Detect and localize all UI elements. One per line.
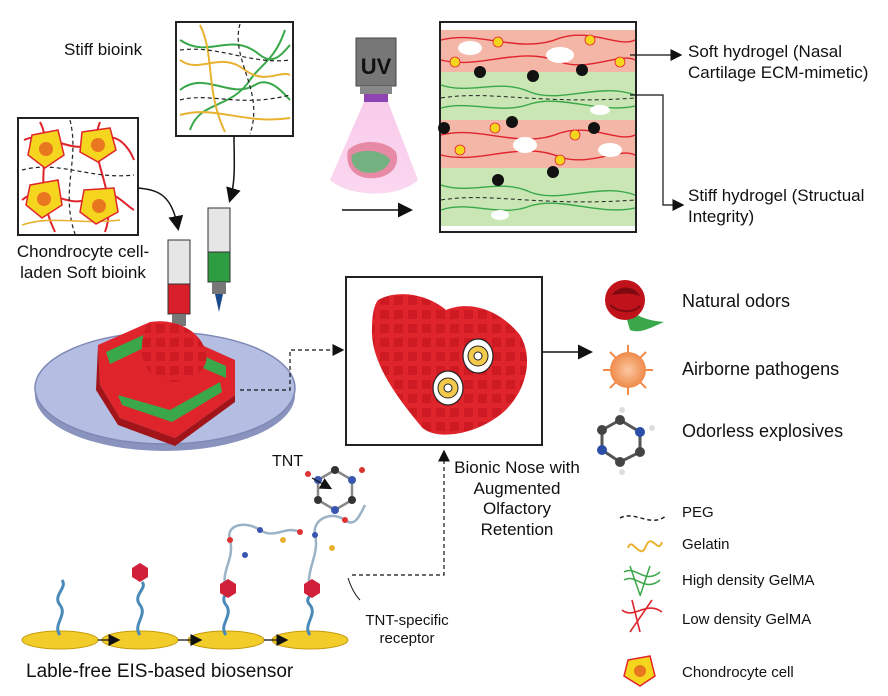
stiff-bioink-label: Stiff bioink	[64, 40, 143, 59]
chondrocyte-bioink-label: Chondrocyte cell-laden Soft bioink	[16, 242, 150, 282]
chondrocyte-cell-icon	[623, 655, 656, 687]
uv-lamp	[330, 37, 418, 194]
legend-chondrocyte-cell: Chondrocyte cell	[682, 664, 794, 681]
chondrocyte-cell-icon	[79, 187, 119, 225]
peg-dashed-line-icon	[619, 515, 667, 521]
electrode-icon	[432, 370, 464, 406]
detection-natural-odors: Natural odors	[682, 291, 791, 311]
printed-scaffold	[96, 321, 235, 446]
legend-peg: PEG	[682, 504, 714, 521]
layered-hydrogel-box	[438, 21, 637, 233]
legend-high-density-gelma: High density GelMA	[682, 572, 815, 589]
pathogen-icon	[603, 345, 653, 395]
uv-label: UV	[361, 54, 392, 79]
syringe-soft-bioink	[167, 239, 191, 346]
chondrocyte-cell-icon	[25, 179, 63, 219]
legend-icons	[619, 515, 667, 687]
stiff-hydrogel-label: Stiff hydrogel (Structual Integrity)	[688, 186, 865, 226]
receptor-atoms	[227, 517, 348, 558]
biosensor-electrodes	[21, 563, 349, 650]
bionic-nose-label: Bionic Nose with Augmented Olfactory Ret…	[454, 458, 580, 540]
tnt-receptor-label: TNT-specific receptor	[365, 612, 449, 648]
arrow-sensor-to-nose	[352, 449, 450, 576]
arrow-soft-bioink	[137, 187, 184, 231]
leader-stiff-hydrogel	[630, 94, 685, 211]
high-density-gelma-icon	[623, 565, 661, 597]
chondrocyte-bioink-box	[17, 117, 139, 236]
tnt-receptor-chain	[223, 504, 367, 591]
electrode-icon	[462, 338, 494, 374]
arrow-tnt	[311, 477, 333, 490]
syringe-stiff-bioink	[207, 207, 231, 312]
legend-low-density-gelma: Low density GelMA	[682, 611, 812, 628]
bionic-nose-box	[345, 276, 543, 446]
gelatin-wave-icon	[627, 540, 663, 553]
stiff-bioink-box	[175, 21, 294, 137]
arrow-to-bionic-nose	[240, 344, 345, 391]
detection-odorless-explosives: Odorless explosives	[682, 421, 844, 441]
tnt-molecule-icon	[305, 466, 365, 514]
biosensor-label: Lable-free EIS-based biosensor	[26, 661, 294, 682]
explosive-molecule-icon	[597, 407, 655, 475]
low-density-gelma-icon	[621, 599, 663, 633]
leader-receptor	[347, 577, 361, 601]
rose-icon	[605, 280, 664, 332]
arrow-stiff-bioink	[226, 135, 241, 203]
detection-airborne-pathogens: Airborne pathogens	[682, 359, 840, 379]
tnt-label: TNT	[272, 453, 304, 470]
soft-hydrogel-label: Soft hydrogel (Nasal Cartilage ECM-mimet…	[688, 42, 869, 82]
chondrocyte-cell-icon	[79, 127, 117, 163]
chondrocyte-cell-icon	[27, 129, 65, 169]
legend-gelatin: Gelatin	[682, 536, 730, 553]
